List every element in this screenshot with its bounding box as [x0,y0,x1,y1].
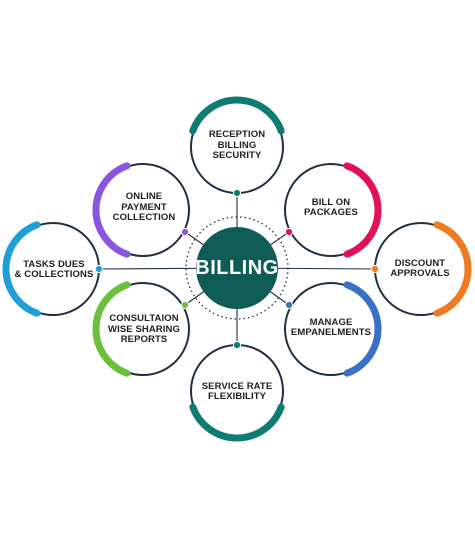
node-label-manage-empanelments: MANAGE EMPANELMENTS [290,316,372,338]
connector-dot-tasks-dues-collections [94,264,104,274]
node-arc-tasks-dues-collections [2,221,41,317]
node-arc-manage-empanelments [343,281,382,377]
node-arc-online-payment-collection [92,162,131,258]
center-label: BILLING [195,256,279,279]
connector-dot-consultaion-wise-sharing-reports [180,300,190,310]
node-label-online-payment-collection: ONLINE PAYMENT COLLECTION [112,191,176,224]
connector-dot-bill-on-packages [284,227,294,237]
node-label-service-rate-flexibility: SERVICE RATE FLEXIBILITY [201,380,273,402]
connector-dot-manage-empanelments [284,300,294,310]
node-arc-service-rate-flexibility [189,403,285,442]
center-dotted-ring [185,216,289,320]
node-arc-discount-approvals [433,221,472,317]
node-arc-bill-on-packages [343,162,382,258]
node-label-consultaion-wise-sharing-reports: CONSULTAION WISE SHARING REPORTS [108,313,180,346]
node-label-tasks-dues-collections: TASKS DUES & COLLECTIONS [14,258,94,280]
connector-dot-service-rate-flexibility [232,340,242,350]
node-arc-reception-billing-security [189,96,285,135]
connector-dots [94,188,380,350]
center-hub [185,216,289,320]
center-disc [196,227,278,309]
node-arc-consultaion-wise-sharing-reports [92,281,131,377]
node-label-reception-billing-security: RECEPTION BILLING SECURITY [208,129,266,162]
node-label-bill-on-packages: BILL ON PACKAGES [304,196,358,218]
connector-dot-discount-approvals [370,264,380,274]
connector-dot-online-payment-collection [180,227,190,237]
node-label-discount-approvals: DISCOUNT APPROVALS [390,257,450,279]
connector-dot-reception-billing-security [232,188,242,198]
node-rings [2,96,472,442]
